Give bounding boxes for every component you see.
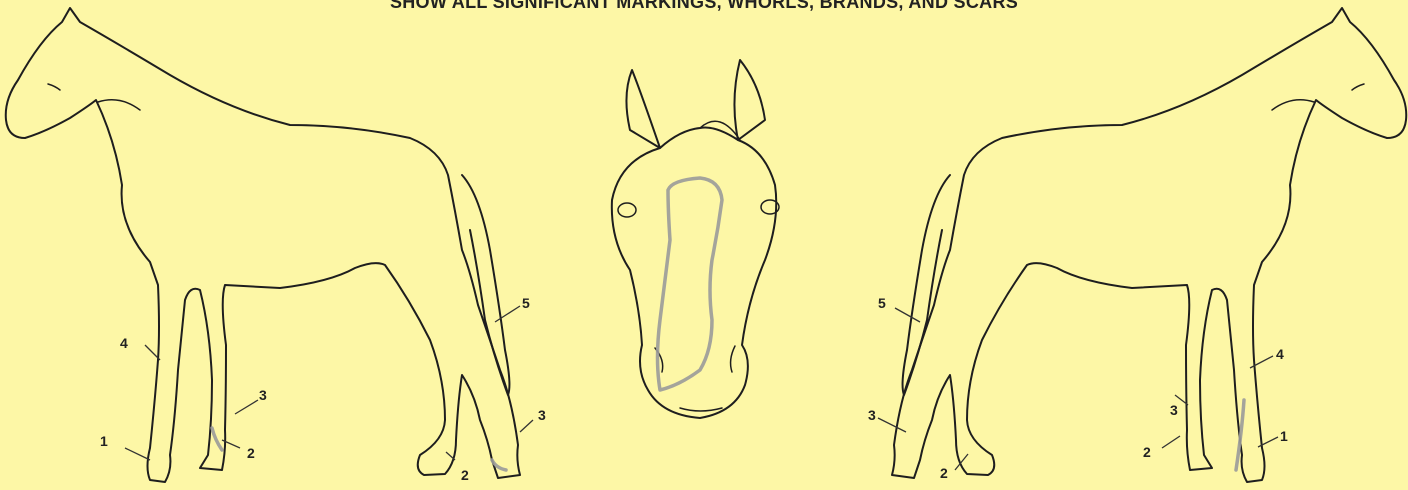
label-left-3-hind: 3 [538, 407, 546, 423]
label-left-3-front: 3 [259, 387, 267, 403]
label-right-1: 1 [1280, 428, 1288, 444]
label-left-2-front: 2 [247, 445, 255, 461]
marking-labels: 1 2 3 4 5 2 3 5 4 3 2 1 3 2 [100, 295, 1288, 483]
label-right-3-front: 3 [1170, 402, 1178, 418]
label-right-4: 4 [1276, 346, 1284, 362]
label-right-3-hind: 3 [868, 407, 876, 423]
label-left-1: 1 [100, 433, 108, 449]
front-head-view [612, 60, 779, 418]
left-side-horse [6, 8, 520, 482]
label-left-2-hind: 2 [461, 467, 469, 483]
right-side-horse [892, 8, 1406, 482]
label-right-2-hind: 2 [940, 465, 948, 481]
label-left-4: 4 [120, 335, 128, 351]
label-right-2-front: 2 [1143, 444, 1151, 460]
leader-lines [125, 306, 1278, 470]
label-right-5: 5 [878, 295, 886, 311]
label-left-5: 5 [522, 295, 530, 311]
